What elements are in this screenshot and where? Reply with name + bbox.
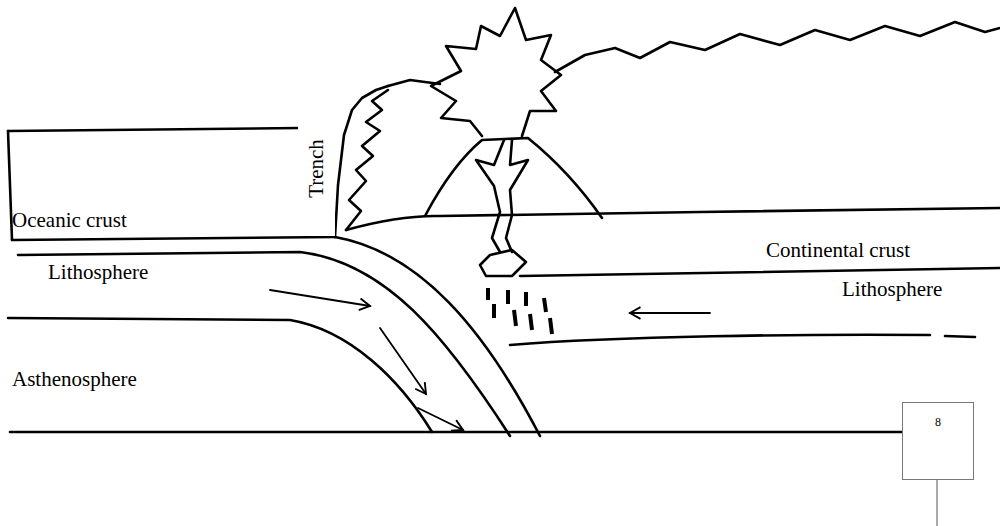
oceanic-plate-top — [8, 128, 300, 131]
asthenosphere-base — [10, 431, 962, 434]
oceanic-plate-edge — [8, 131, 12, 240]
magma-chamber — [480, 250, 526, 276]
continental-lithosphere-base — [510, 335, 930, 345]
cliff-detail — [346, 90, 388, 230]
leader-line — [937, 480, 938, 526]
eruption-plume — [431, 8, 561, 136]
motion-arrow — [418, 408, 463, 430]
volcano-conduit — [476, 140, 504, 252]
mountain-outline — [555, 22, 1000, 72]
motion-arrow — [630, 312, 710, 314]
volcano-cone — [425, 138, 602, 218]
page-number: 8 — [903, 403, 973, 430]
motion-arrow — [270, 290, 370, 306]
coastline — [335, 86, 388, 237]
continental-surface — [346, 208, 1000, 230]
layer-label: Asthenosphere — [12, 369, 137, 390]
continental-lithosphere-base — [945, 336, 975, 337]
layer-label: Oceanic crust — [12, 210, 127, 231]
continental-crust-base — [520, 268, 1000, 276]
volcano-conduit — [506, 140, 528, 252]
layer-label: Continental crust — [766, 240, 910, 261]
page-number-box: 8 — [902, 402, 974, 480]
layer-label: Lithosphere — [842, 279, 942, 300]
trench-label: Trench — [305, 139, 326, 198]
slab-middle — [18, 252, 510, 436]
layer-label: Lithosphere — [48, 262, 148, 283]
trench-label-ground — [298, 100, 335, 236]
oceanic-crust-base — [12, 237, 335, 240]
slab-bottom — [8, 318, 432, 432]
motion-arrow — [380, 328, 426, 394]
melt-hatching — [488, 288, 552, 334]
